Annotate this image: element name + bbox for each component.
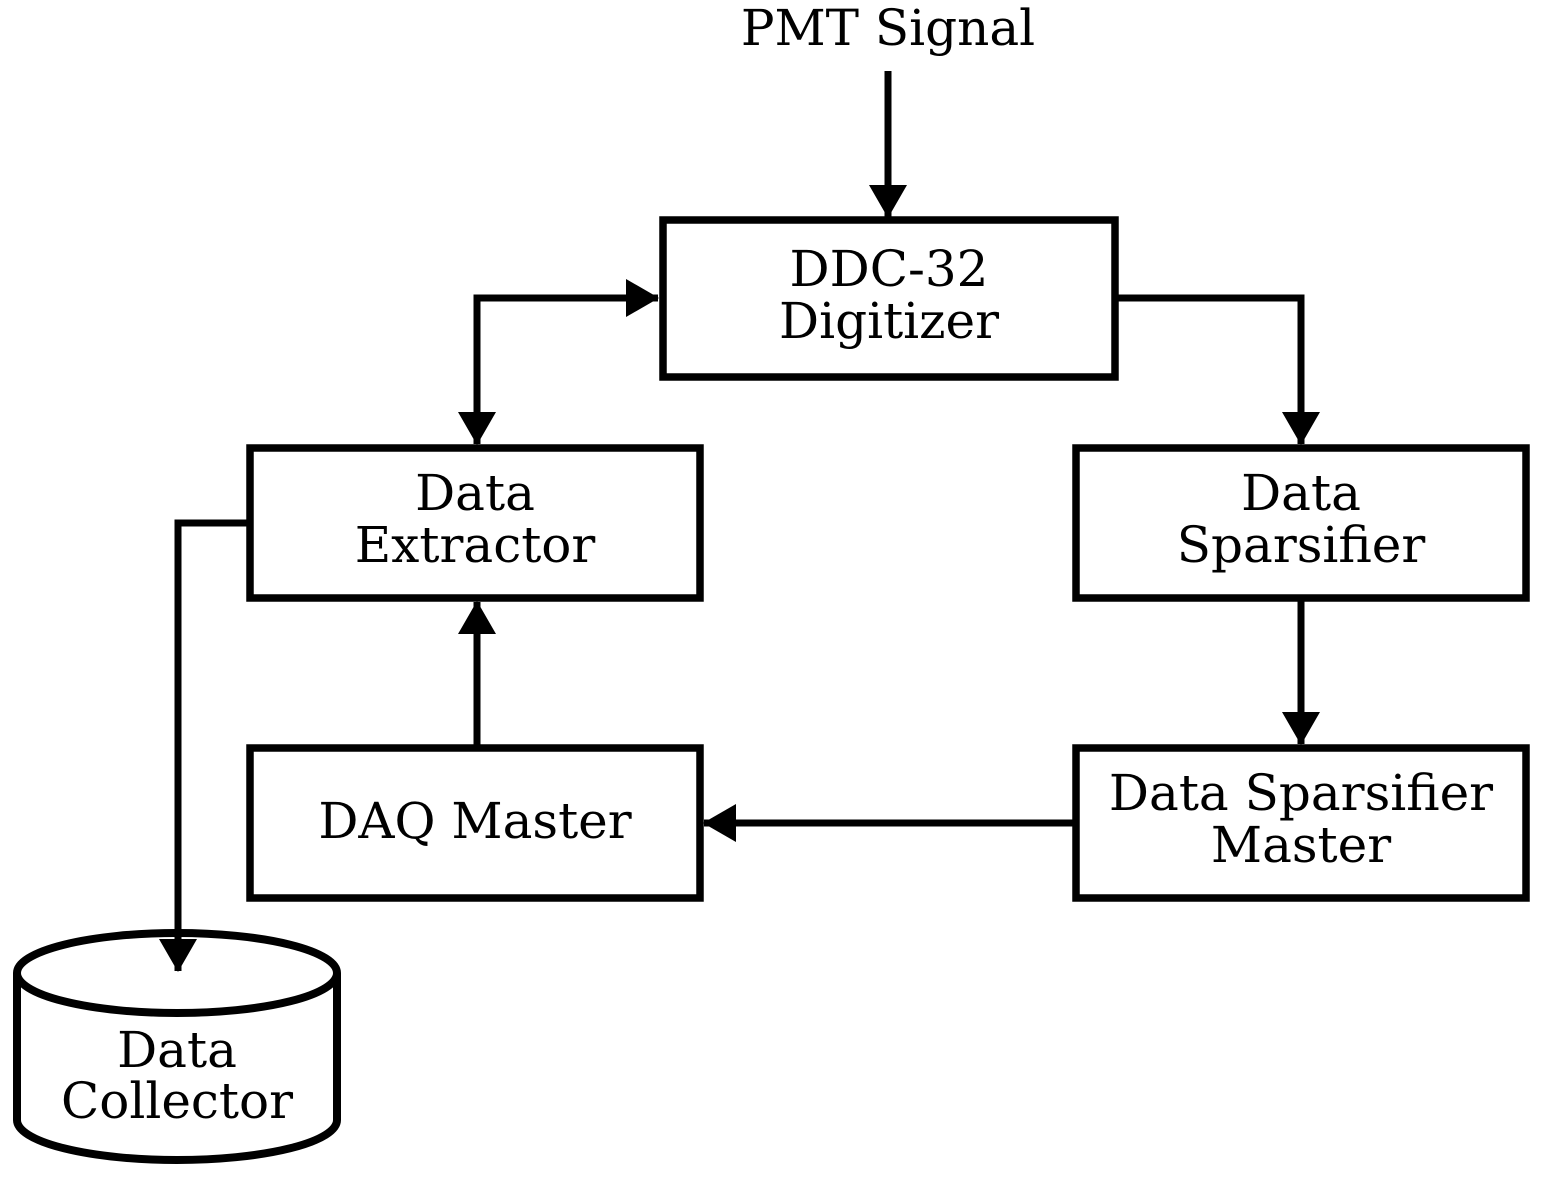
data-sparsifier-box (1072, 444, 1530, 602)
edge-data-extractor-to-data-collector (159, 519, 247, 972)
data-sparsifier-master-label-line1: Data Sparsifier (1109, 764, 1493, 822)
node-data-sparsifier-master: Data Sparsifier Master (1072, 744, 1530, 902)
edge-ddc32-to-data-sparsifier (1117, 294, 1320, 445)
ddc32-digitizer-box (659, 216, 1119, 381)
data-sparsifier-label-line2: Sparsifier (1177, 516, 1426, 574)
node-daq-master: DAQ Master (246, 744, 704, 902)
pmt-signal-label: PMT Signal (741, 0, 1035, 57)
ddc32-digitizer-label-line2: Digitizer (779, 292, 999, 350)
data-sparsifier-label-line1: Data (1241, 464, 1361, 522)
data-collector-label-line2: Collector (61, 1072, 293, 1130)
node-data-collector: Data Collector (13, 929, 341, 1164)
data-extractor-box (246, 444, 704, 602)
ddc32-digitizer-label-line1: DDC-32 (790, 240, 989, 298)
edge-data-extractor-ddc32-bidirectional (458, 279, 659, 445)
database-cylinder-body (13, 973, 341, 1164)
node-data-sparsifier: Data Sparsifier (1072, 444, 1530, 602)
data-sparsifier-master-label-line2: Master (1211, 816, 1391, 874)
data-collector-label-line1: Data (117, 1021, 237, 1079)
node-data-extractor: Data Extractor (246, 444, 704, 602)
data-sparsifier-master-box (1072, 744, 1530, 902)
daq-master-box (246, 744, 704, 902)
node-ddc32-digitizer: DDC-32 Digitizer (659, 216, 1119, 381)
data-extractor-label-line1: Data (415, 464, 535, 522)
data-extractor-label-line2: Extractor (355, 516, 596, 574)
daq-master-label: DAQ Master (318, 792, 631, 850)
